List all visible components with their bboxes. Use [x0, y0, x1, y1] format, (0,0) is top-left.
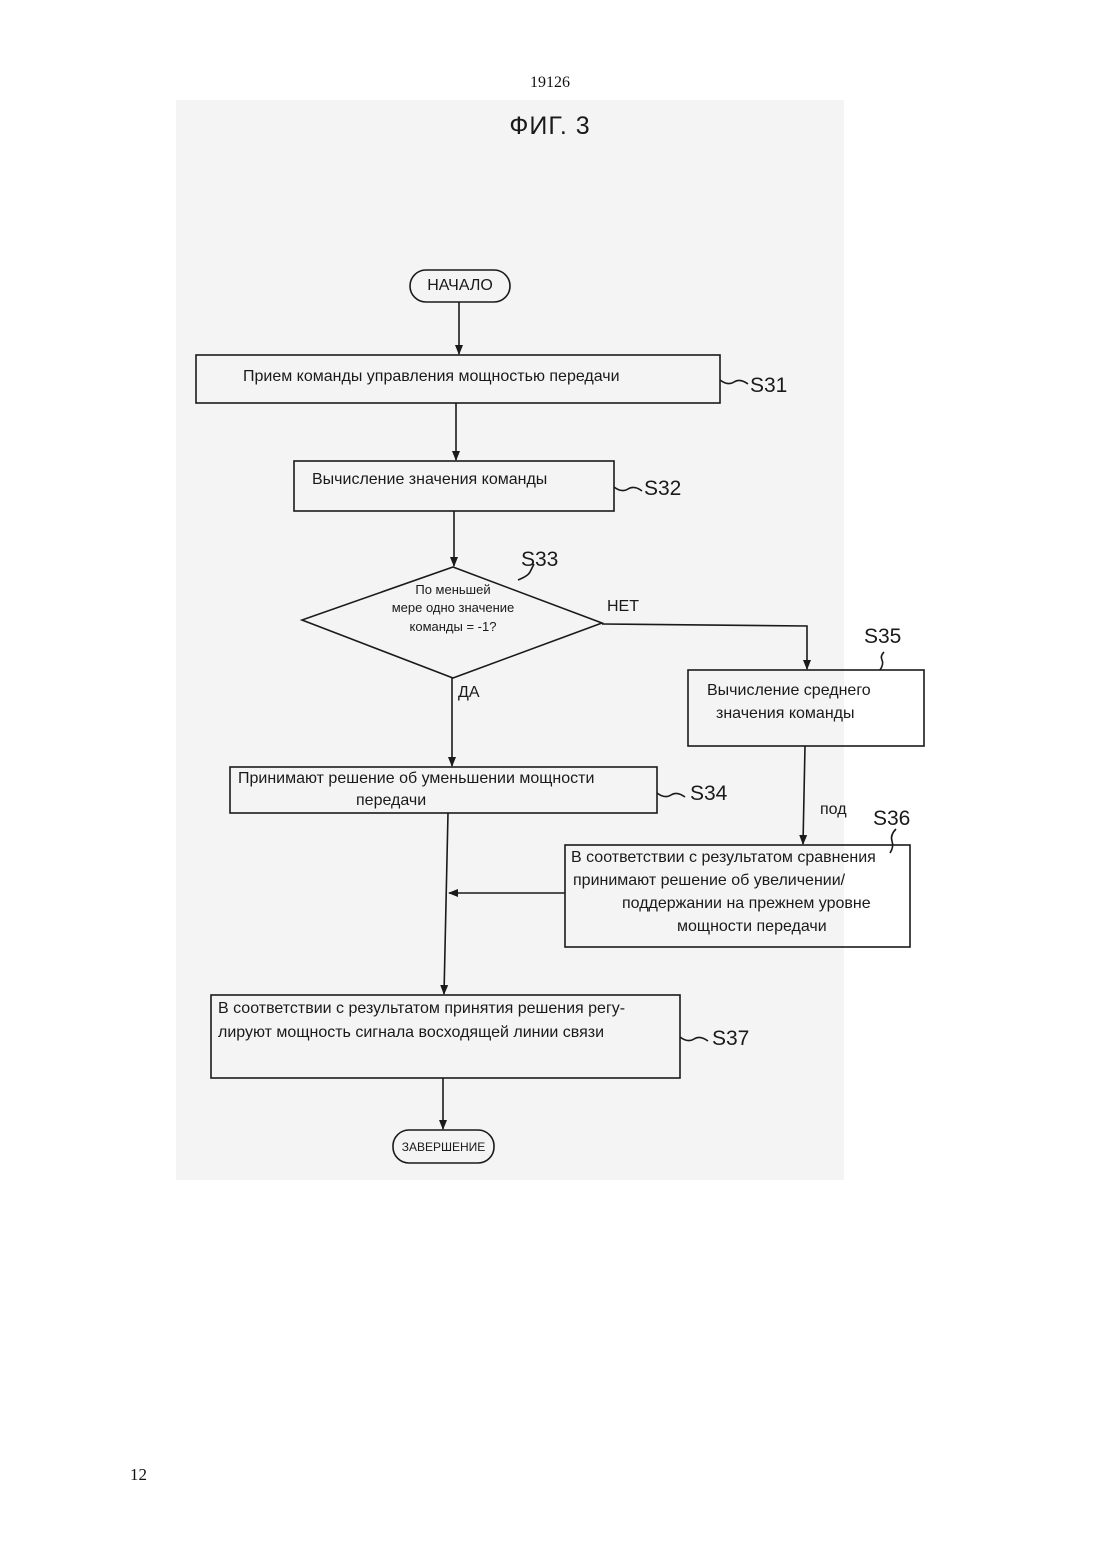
s33-text-line1: По меньшей	[353, 581, 553, 598]
s36-text-line1: В соответствии с результатом сравнения	[571, 847, 876, 869]
s32-text: Вычисление значения команды	[312, 469, 547, 491]
s37-leader	[680, 1037, 708, 1041]
s37-text-line2: лируют мощность сигнала восходящей линии…	[218, 1022, 604, 1044]
arrow-s33-no-to-s35	[602, 624, 807, 669]
branch-yes-label: ДА	[458, 684, 480, 702]
s33-text-line2: мере одно значение	[353, 599, 553, 616]
s35-step-label: S35	[864, 625, 901, 649]
s37-text-line1: В соответствии с результатом принятия ре…	[218, 998, 625, 1020]
s34-step-label: S34	[690, 782, 727, 806]
s36-leader	[890, 829, 896, 853]
arrow-s34-to-s37	[444, 813, 448, 994]
s34-text-line1: Принимают решение об уменьшении мощности	[238, 768, 594, 790]
s31-step-label: S31	[750, 374, 787, 398]
page-number-bottom: 12	[130, 1465, 147, 1485]
s36-text-line4: мощности передачи	[677, 916, 827, 938]
s31-text: Прием команды управления мощностью перед…	[243, 366, 620, 388]
s36-text-line3: поддержании на прежнем уровне	[622, 893, 871, 915]
s32-step-label: S32	[644, 477, 681, 501]
arrow-s35-to-s36	[803, 746, 805, 844]
s33-step-label: S33	[521, 548, 558, 572]
s35-leader	[880, 652, 884, 670]
s34-leader	[657, 793, 685, 797]
s32-leader	[614, 487, 642, 491]
s33-text-line3: команды = -1?	[353, 618, 553, 635]
s35-text-line1: Вычисление среднего	[707, 680, 871, 702]
s34-text-line2: передачи	[356, 790, 426, 812]
branch-under-label: под	[820, 801, 847, 819]
s31-leader	[720, 380, 748, 384]
s37-step-label: S37	[712, 1027, 749, 1051]
branch-no-label: НЕТ	[607, 598, 639, 616]
s36-text-line2: принимают решение об увеличении/	[573, 870, 845, 892]
s35-text-line2: значения команды	[716, 703, 854, 725]
s36-step-label: S36	[873, 807, 910, 831]
end-label: ЗАВЕРШЕНИЕ	[393, 1136, 494, 1158]
start-label: НАЧАЛО	[410, 275, 510, 297]
